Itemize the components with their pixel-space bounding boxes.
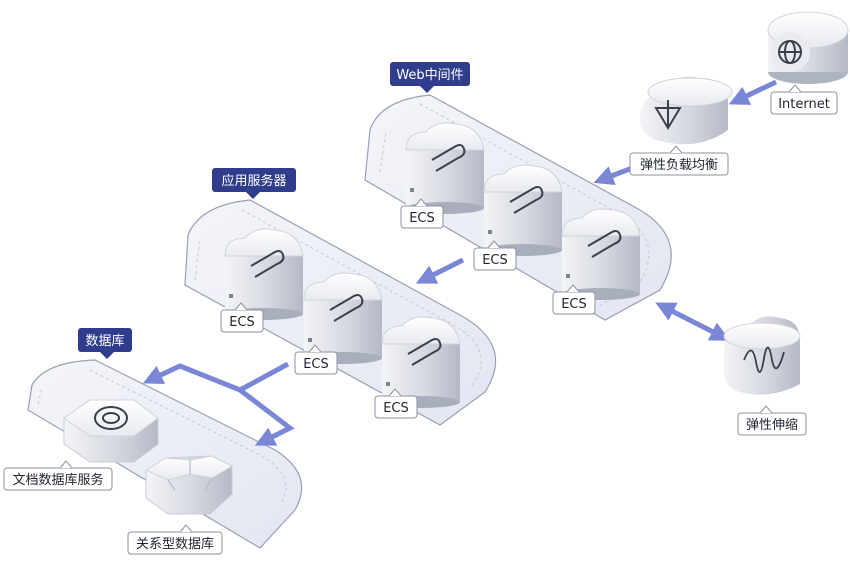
ecs-server[interactable] bbox=[561, 208, 641, 300]
svg-text:ECS: ECS bbox=[561, 297, 587, 312]
tier-tag-db-label: 数据库 bbox=[85, 333, 124, 349]
label-ecs: ECS bbox=[473, 240, 517, 271]
internet-node[interactable] bbox=[767, 11, 849, 84]
label-ecs: ECS bbox=[220, 302, 264, 333]
paperclip-icon bbox=[250, 250, 285, 278]
svg-text:ECS: ECS bbox=[409, 211, 435, 226]
svg-text:ECS: ECS bbox=[482, 253, 508, 268]
document-db-icon bbox=[94, 406, 128, 430]
paperclip-icon bbox=[587, 230, 622, 258]
platform-db-tier bbox=[27, 359, 303, 549]
label-ecs: ECS bbox=[552, 284, 596, 315]
svg-text:ECS: ECS bbox=[229, 315, 255, 330]
arrow-internet-to-slb bbox=[728, 79, 778, 105]
label-slb-text: 弹性负载均衡 bbox=[640, 158, 718, 173]
ecs-server[interactable] bbox=[405, 122, 485, 214]
elastic-scaling-icon bbox=[743, 346, 785, 373]
arrow-web-ess bbox=[655, 302, 731, 341]
label-document-db: 文档数据库服务 bbox=[3, 460, 113, 491]
label-document-db-text: 文档数据库服务 bbox=[12, 472, 103, 488]
load-balancer-icon bbox=[654, 100, 682, 130]
label-internet: Internet bbox=[770, 84, 838, 115]
label-ecs: ECS bbox=[374, 388, 418, 419]
paperclip-icon bbox=[431, 144, 466, 172]
svg-text:ECS: ECS bbox=[303, 357, 329, 372]
ecs-server[interactable] bbox=[224, 228, 304, 320]
ess-node[interactable] bbox=[723, 316, 801, 395]
label-ess: 弹性伸缩 bbox=[737, 405, 807, 436]
ecs-server[interactable] bbox=[483, 164, 563, 256]
arrow-app-to-db-second bbox=[238, 388, 295, 446]
paperclip-icon bbox=[407, 338, 442, 366]
svg-text:ECS: ECS bbox=[383, 401, 409, 416]
globe-icon bbox=[778, 40, 802, 64]
document-db-node[interactable] bbox=[63, 399, 159, 463]
label-ess-text: 弹性伸缩 bbox=[746, 417, 798, 433]
tier-tag-app: 应用服务器 bbox=[212, 168, 296, 199]
connection-arrows bbox=[142, 79, 778, 446]
tier-tag-app-label: 应用服务器 bbox=[221, 173, 286, 189]
relational-db-node[interactable] bbox=[144, 455, 234, 515]
paperclip-icon bbox=[329, 294, 364, 322]
label-ecs: ECS bbox=[400, 198, 444, 229]
label-internet-text: Internet bbox=[778, 97, 830, 112]
arrow-web-to-app bbox=[415, 257, 465, 284]
label-slb: 弹性负载均衡 bbox=[629, 145, 729, 176]
label-relational-db-text: 关系型数据库 bbox=[136, 536, 214, 552]
label-ecs: ECS bbox=[294, 344, 338, 375]
slb-node[interactable] bbox=[640, 76, 733, 145]
tier-tag-db: 数据库 bbox=[78, 328, 132, 359]
arrow-app-to-db bbox=[142, 361, 290, 393]
paperclip-icon bbox=[509, 186, 544, 214]
tier-tag-web-label: Web中间件 bbox=[396, 68, 463, 83]
relational-db-icon bbox=[167, 460, 213, 491]
label-relational-db: 关系型数据库 bbox=[127, 524, 223, 555]
tier-tag-web: Web中间件 bbox=[390, 62, 470, 93]
